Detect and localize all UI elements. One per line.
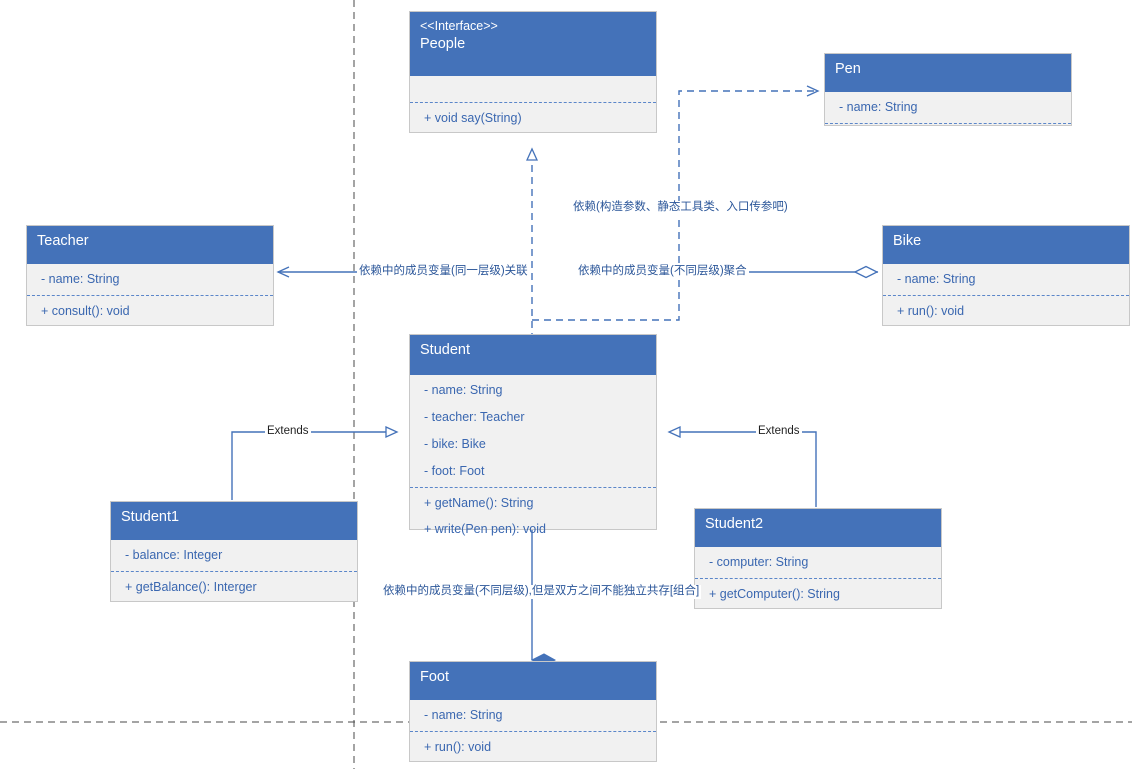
class-box-student2[interactable]: Student2 - computer: String + getCompute… xyxy=(694,508,942,609)
class-attribute-row: - name: String xyxy=(839,100,918,114)
class-stereotype-people: <<Interface>> xyxy=(420,19,498,33)
class-methods-student: + getName(): String + write(Pen pen): vo… xyxy=(410,488,656,546)
class-attributes-student1: - balance: Integer xyxy=(111,540,357,571)
class-separator-teacher xyxy=(27,294,273,296)
class-box-teacher[interactable]: Teacher - name: String + consult(): void xyxy=(26,225,274,326)
class-attribute-row: - name: String xyxy=(424,383,503,397)
class-attribute-row: - teacher: Teacher xyxy=(424,409,525,424)
class-header-student: Student xyxy=(410,335,656,375)
class-methods-teacher: + consult(): void xyxy=(27,296,273,327)
class-name-student: Student xyxy=(420,342,470,358)
class-method-row: + write(Pen pen): void xyxy=(424,522,546,537)
class-method-row: + getName(): String xyxy=(424,495,534,510)
edge-label-composition: 依赖中的成员变量(不同层级),但是双方之间不能独立共存[组合] xyxy=(381,585,702,599)
class-attribute-row: - name: String xyxy=(897,272,976,286)
class-methods-student1: + getBalance(): Interger xyxy=(111,572,357,603)
class-separator-foot xyxy=(410,730,656,732)
class-header-student2: Student2 xyxy=(695,509,941,547)
class-name-foot: Foot xyxy=(420,669,450,685)
class-separator-student2 xyxy=(695,577,941,579)
class-method-row: + run(): void xyxy=(424,739,492,754)
class-attribute-row: - balance: Integer xyxy=(125,548,223,562)
class-methods-student2: + getComputer(): String xyxy=(695,579,941,610)
class-box-pen[interactable]: Pen - name: String xyxy=(824,53,1072,126)
class-attributes-student: - name: String - teacher: Teacher - bike… xyxy=(410,375,656,487)
class-separator-pen xyxy=(825,122,1071,124)
class-box-bike[interactable]: Bike - name: String + run(): void xyxy=(882,225,1130,326)
class-name-teacher: Teacher xyxy=(37,233,89,249)
class-separator-people xyxy=(410,102,656,103)
edge-student1-extends-student xyxy=(231,425,399,500)
class-attribute-row: - computer: String xyxy=(709,555,809,569)
class-box-foot[interactable]: Foot - name: String + run(): void xyxy=(409,661,657,762)
edge-label-extends-right: Extends xyxy=(756,425,802,439)
class-box-people[interactable]: <<Interface>> People + void say(String) xyxy=(409,11,657,133)
class-attributes-people xyxy=(410,76,656,102)
class-method-row: + getComputer(): String xyxy=(709,586,840,601)
class-header-teacher: Teacher xyxy=(27,226,273,264)
class-header-student1: Student1 xyxy=(111,502,357,540)
class-attribute-row: - foot: Foot xyxy=(424,463,485,478)
class-separator-student xyxy=(410,486,656,488)
class-method-row: + void say(String) xyxy=(424,111,522,125)
class-method-row: + run(): void xyxy=(897,303,965,318)
class-attributes-student2: - computer: String xyxy=(695,547,941,578)
class-attributes-bike: - name: String xyxy=(883,264,1129,295)
edge-student2-extends-student xyxy=(667,425,817,507)
class-header-pen: Pen xyxy=(825,54,1071,92)
class-box-student[interactable]: Student - name: String - teacher: Teache… xyxy=(409,334,657,536)
edge-label-extends-left: Extends xyxy=(265,425,311,439)
class-method-row: + getBalance(): Interger xyxy=(125,579,257,594)
class-method-row: + consult(): void xyxy=(41,303,130,318)
class-header-bike: Bike xyxy=(883,226,1129,264)
edge-label-aggregation: 依赖中的成员变量(不同层级)聚合 xyxy=(576,265,749,279)
class-header-foot: Foot xyxy=(410,662,656,700)
class-name-people: People xyxy=(420,35,466,52)
class-name-student1: Student1 xyxy=(121,509,180,525)
class-methods-bike: + run(): void xyxy=(883,296,1129,327)
class-box-student1[interactable]: Student1 - balance: Integer + getBalance… xyxy=(110,501,358,602)
class-header-people: <<Interface>> People xyxy=(410,12,656,76)
class-methods-foot: + run(): void xyxy=(410,732,656,763)
class-name-bike: Bike xyxy=(893,233,922,249)
class-separator-bike xyxy=(883,294,1129,296)
edge-label-association: 依赖中的成员变量(同一层级)关联 xyxy=(357,265,530,279)
class-name-student2: Student2 xyxy=(705,516,764,532)
class-attribute-row: - bike: Bike xyxy=(424,436,486,451)
class-separator-student1 xyxy=(111,570,357,572)
empty-attribute-area xyxy=(410,78,656,100)
class-attribute-row: - name: String xyxy=(41,272,120,286)
edge-label-dependency: 依赖(构造参数、静态工具类、入口传参吧) xyxy=(571,201,790,215)
class-attributes-foot: - name: String xyxy=(410,700,656,731)
class-attribute-row: - name: String xyxy=(424,708,503,722)
class-attributes-teacher: - name: String xyxy=(27,264,273,295)
class-methods-people: + void say(String) xyxy=(410,103,656,134)
class-name-pen: Pen xyxy=(835,61,861,77)
class-attributes-pen: - name: String xyxy=(825,92,1071,123)
